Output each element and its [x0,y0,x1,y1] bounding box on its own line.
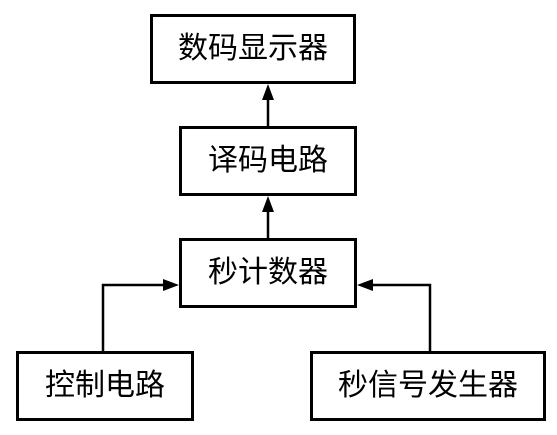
arrow-signal-to-counter [371,283,432,351]
arrowhead-counter-left [163,279,179,291]
block-control-circuit-label: 控制电路 [45,368,165,403]
arrowhead-display [262,84,274,100]
block-seconds-counter-label: 秒计数器 [208,255,328,290]
block-control-circuit: 控制电路 [16,351,194,421]
arrowhead-decoder [262,196,274,212]
block-decoder-circuit: 译码电路 [179,126,357,196]
block-decoder-circuit-label: 译码电路 [208,143,328,178]
block-seconds-counter: 秒计数器 [179,238,357,308]
arrowhead-counter-right [357,279,373,291]
arrow-control-to-counter [101,283,165,351]
block-digital-display-label: 数码显示器 [178,31,328,66]
block-digital-display: 数码显示器 [150,14,356,84]
block-second-signal-generator-label: 秒信号发生器 [338,368,518,403]
block-second-signal-generator: 秒信号发生器 [310,351,546,421]
